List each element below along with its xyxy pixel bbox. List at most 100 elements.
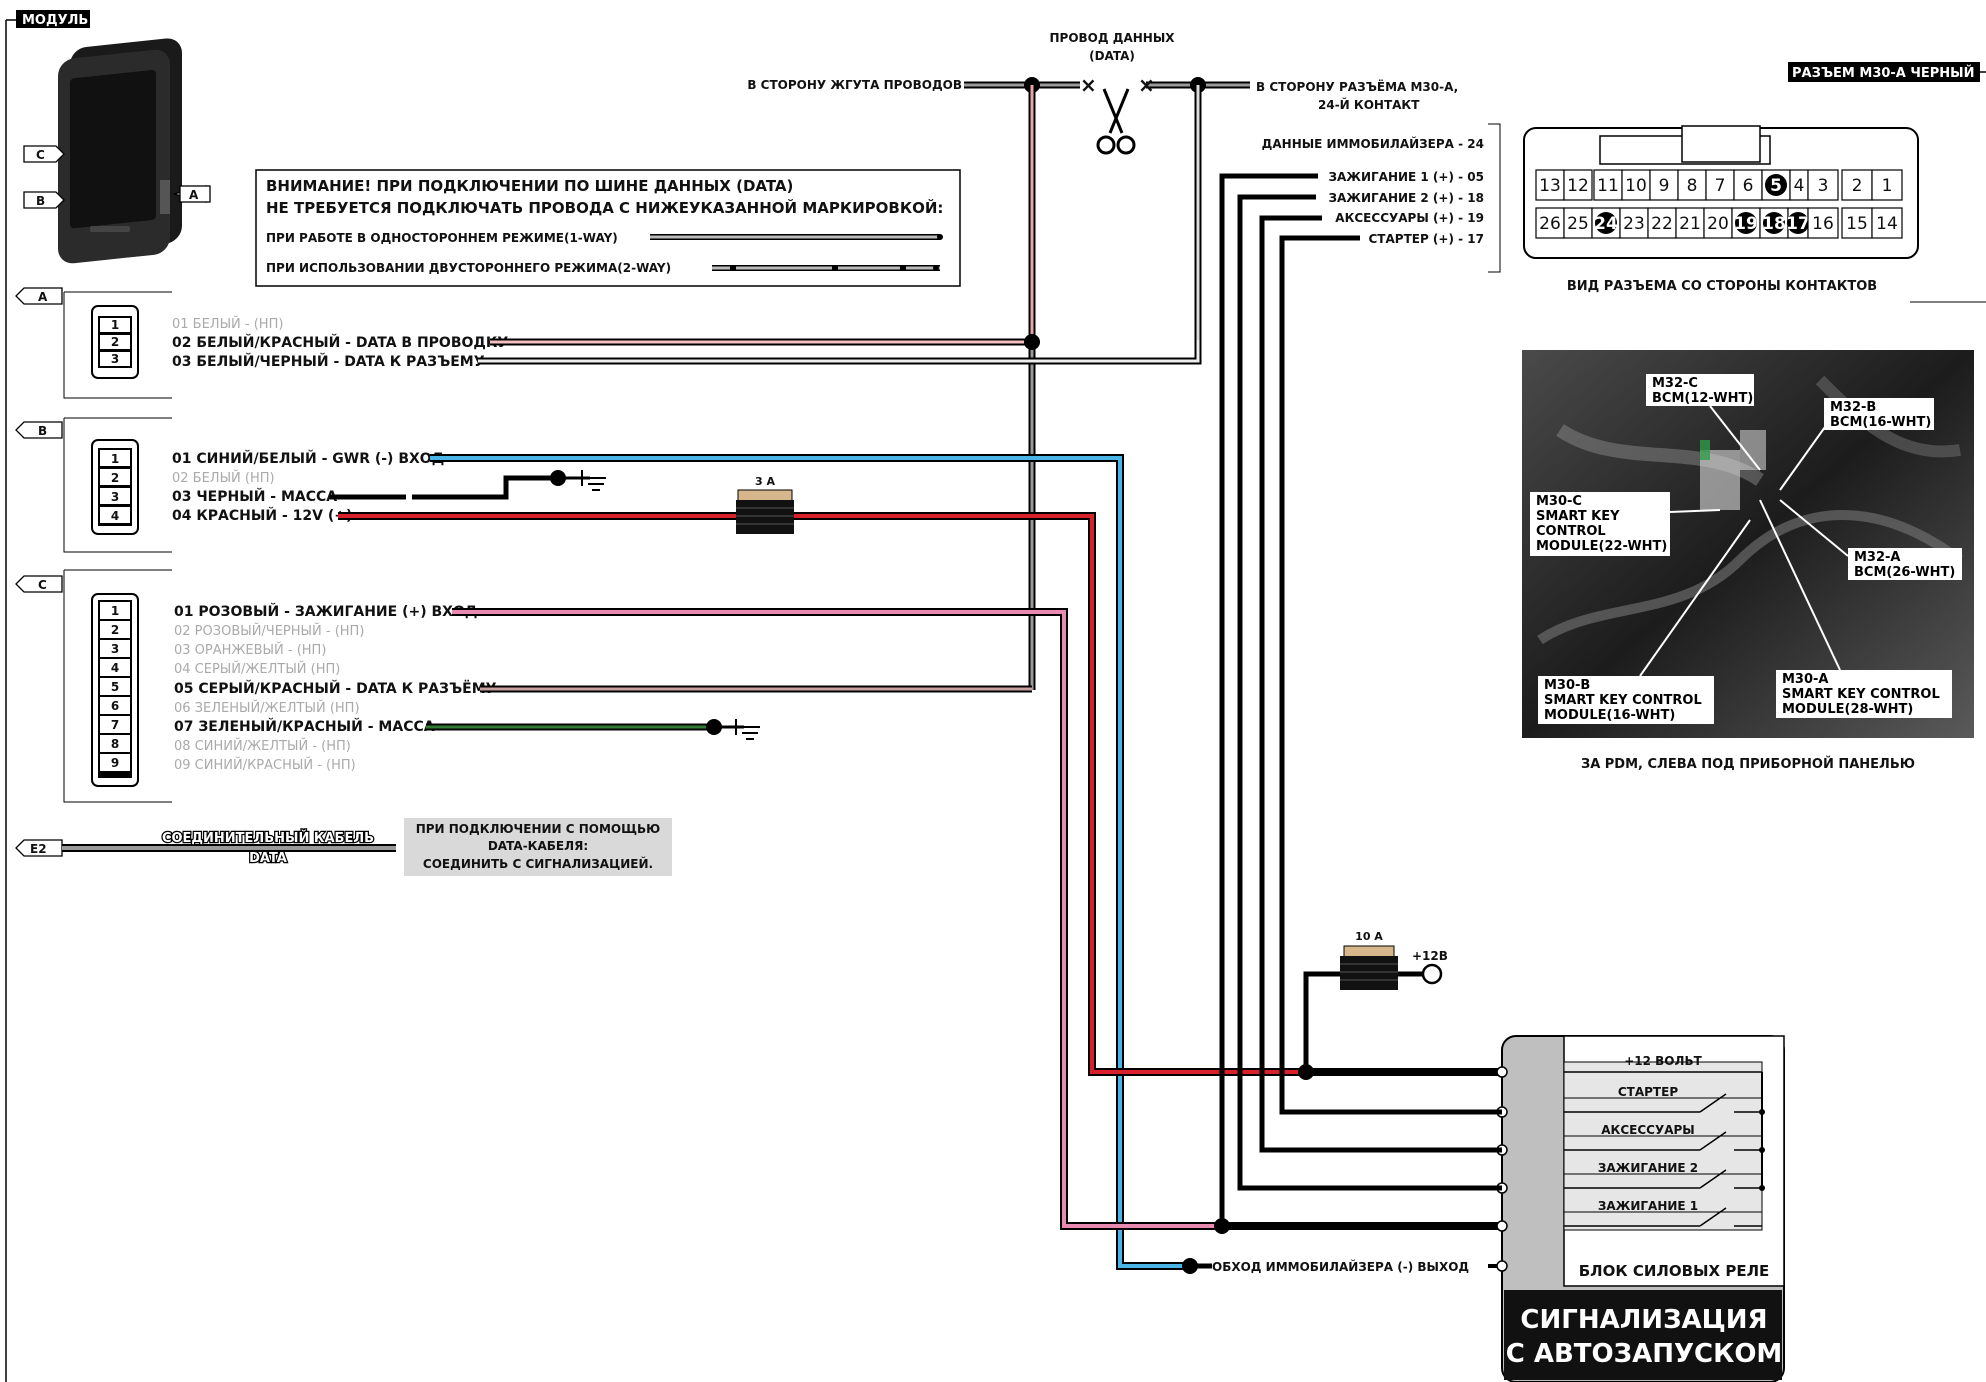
location-photo: M32-C BCM(12-WHT) M32-B BCM(16-WHT) M30-… bbox=[1522, 350, 1974, 772]
svg-text:2: 2 bbox=[111, 471, 119, 485]
ground-icon-c bbox=[714, 719, 760, 740]
m30-pin-number: 21 bbox=[1679, 214, 1701, 234]
svg-text:DATA-КАБЕЛЯ:: DATA-КАБЕЛЯ: bbox=[488, 839, 588, 853]
relay-switches bbox=[1564, 1071, 1765, 1227]
harness-direction-label: В СТОРОНУ ЖГУТА ПРОВОДОВ bbox=[747, 78, 962, 92]
svg-text:1: 1 bbox=[111, 452, 119, 466]
m30-pin-highlight bbox=[1595, 212, 1617, 234]
e2-note-box bbox=[404, 818, 672, 876]
relay-starter: СТАРТЕР bbox=[1618, 1085, 1678, 1099]
scissors-icon bbox=[1096, 88, 1136, 155]
m30-pin-number: 20 bbox=[1707, 214, 1729, 234]
m30-pin-number: 16 bbox=[1812, 214, 1834, 234]
svg-text:M30-B: M30-B bbox=[1544, 678, 1590, 693]
svg-text:3: 3 bbox=[111, 490, 119, 504]
alarm-unit: +12 ВОЛЬТ СТАРТЕР АКСЕССУАРЫ ЗАЖИГАНИЕ 2… bbox=[1496, 1035, 1785, 1382]
fuse-10a-group: 10 А +12В bbox=[1298, 930, 1502, 1080]
m30-pin-cell bbox=[1675, 207, 1705, 239]
c-wire-6-label: 06 ЗЕЛЕНЫЙ/ЖЕЛТЫЙ (НП) bbox=[174, 700, 360, 716]
relay-ignition-1: ЗАЖИГАНИЕ 1 bbox=[1598, 1199, 1698, 1213]
c-wire-4-label: 04 СЕРЫЙ/ЖЕЛТЫЙ (НП) bbox=[174, 661, 340, 677]
module-tag-c: C bbox=[23, 145, 65, 163]
terminal-12v-icon bbox=[1421, 963, 1443, 985]
warning-line-2: НЕ ТРЕБУЕТСЯ ПОДКЛЮЧАТЬ ПРОВОДА С НИЖЕУК… bbox=[266, 198, 943, 217]
svg-text:CONTROL: CONTROL bbox=[1536, 524, 1606, 539]
module-tag-a: A bbox=[173, 185, 211, 203]
svg-text:3 А: 3 А bbox=[755, 475, 775, 488]
svg-text:SMART KEY CONTROL: SMART KEY CONTROL bbox=[1782, 687, 1940, 702]
svg-text:СОЕДИНИТЬ С СИГНАЛИЗАЦИЕЙ.: СОЕДИНИТЬ С СИГНАЛИЗАЦИЕЙ. bbox=[423, 856, 653, 871]
svg-text:+12В: +12В bbox=[1412, 949, 1448, 963]
photo-label-m30c: M30-C SMART KEY CONTROL MODULE(22-WHT) bbox=[1530, 492, 1670, 556]
e2-cable-label-1: СОЕДИНИТЕЛЬНЫЙ КАБЕЛЬ bbox=[162, 830, 374, 846]
bypass-output: ОБХОД ИММОБИЛАЙЗЕРА (-) ВЫХОД bbox=[1182, 1258, 1502, 1274]
svg-text:ПРИ ПОДКЛЮЧЕНИИ С ПОМОЩЬЮ: ПРИ ПОДКЛЮЧЕНИИ С ПОМОЩЬЮ bbox=[416, 822, 661, 836]
svg-text:M30-C: M30-C bbox=[1536, 494, 1582, 509]
m30-pin-number: 18 bbox=[1762, 214, 1786, 234]
m30-pin-cell bbox=[1807, 207, 1839, 239]
c-wire-1-label: 01 РОЗОВЫЙ - ЗАЖИГАНИЕ (+) ВХОД bbox=[174, 603, 477, 620]
m30-pin-number: 8 bbox=[1687, 176, 1698, 196]
svg-text:A: A bbox=[189, 188, 199, 202]
c-wire-3-label: 03 ОРАНЖЕВЫЙ - (НП) bbox=[174, 642, 326, 658]
module-group: МОДУЛЬ C B A bbox=[5, 10, 211, 1382]
svg-text:M32-B: M32-B bbox=[1830, 400, 1876, 415]
m30-pin-cell bbox=[1871, 169, 1903, 201]
m30-pin-highlight bbox=[1787, 212, 1809, 234]
m30-pin-number: 17 bbox=[1786, 214, 1810, 234]
m30-title: РАЗЪЕМ M30-A ЧЕРНЫЙ bbox=[1792, 65, 1975, 81]
m30-pin-cell bbox=[1807, 169, 1839, 201]
cut-mark-left: × bbox=[1080, 73, 1097, 97]
m30-pin-cell bbox=[1677, 169, 1707, 201]
warning-line-1: ВНИМАНИЕ! ПРИ ПОДКЛЮЧЕНИИ ПО ШИНЕ ДАННЫХ… bbox=[266, 177, 793, 195]
m30-pin-number: 7 bbox=[1715, 176, 1726, 196]
a-wire-1-label: 01 БЕЛЫЙ - (НП) bbox=[172, 316, 283, 332]
svg-text:B: B bbox=[36, 194, 45, 208]
svg-text:B: B bbox=[38, 424, 47, 438]
m30-pin-number: 5 bbox=[1770, 176, 1782, 196]
e2-connector: E2 СОЕДИНИТЕЛЬНЫЙ КАБЕЛЬ DATA ПРИ ПОДКЛЮ… bbox=[15, 818, 672, 876]
warning-one-way: ПРИ РАБОТЕ В ОДНОСТОРОННЕМ РЕЖИМЕ(1-WAY) bbox=[266, 231, 618, 245]
photo-label-m30a: M30-A SMART KEY CONTROL MODULE(28-WHT) bbox=[1776, 670, 1952, 718]
connector-a: A 1 2 3 01 БЕЛЫЙ - (НП) 02 БЕЛЫЙ/КРАСНЫЙ… bbox=[15, 287, 1202, 399]
data-wire-title-2: (DATA) bbox=[1089, 49, 1135, 63]
svg-text:8: 8 bbox=[111, 737, 119, 751]
m30-pin-cell bbox=[1535, 169, 1565, 201]
m30-wire-17: СТАРТЕР (+) - 17 bbox=[1369, 232, 1485, 246]
svg-text:M30-A: M30-A bbox=[1782, 672, 1828, 687]
svg-text:3: 3 bbox=[111, 352, 119, 366]
m30-direction-label-1: В СТОРОНУ РАЗЪЁМА M30-A, bbox=[1256, 79, 1458, 94]
m30-pin-cell bbox=[1703, 207, 1733, 239]
m30-pin-number: 2 bbox=[1852, 176, 1863, 196]
svg-text:1: 1 bbox=[111, 318, 119, 332]
m30-pin-highlight bbox=[1763, 212, 1785, 234]
svg-text:C: C bbox=[38, 578, 47, 592]
m30-pin-number: 15 bbox=[1846, 214, 1868, 234]
connector-a-tag: A bbox=[15, 287, 63, 305]
svg-text:10 А: 10 А bbox=[1355, 930, 1383, 943]
fuse-10a-icon bbox=[1340, 956, 1398, 990]
m30-pin-number: 14 bbox=[1876, 214, 1898, 234]
connector-b: B 1 2 3 4 01 СИНИЙ/БЕЛЫЙ - GWR (-) ВХОД … bbox=[15, 417, 1502, 1270]
e2-cable-label-2: DATA bbox=[249, 851, 287, 866]
svg-text:MODULE(28-WHT): MODULE(28-WHT) bbox=[1782, 702, 1913, 717]
svg-text:A: A bbox=[38, 290, 48, 304]
m30-pin-number: 10 bbox=[1625, 176, 1647, 196]
m30-direction-label-2: 24-Й КОНТАКТ bbox=[1318, 97, 1420, 112]
c-wire-8-label: 08 СИНИЙ/ЖЕЛТЫЙ - (НП) bbox=[174, 738, 351, 754]
m30-pin-cell bbox=[1871, 207, 1903, 239]
m30-pin-number: 11 bbox=[1597, 176, 1619, 196]
svg-text:C: C bbox=[36, 148, 45, 162]
photo-caption: ЗА PDM, СЛЕВА ПОД ПРИБОРНОЙ ПАНЕЛЬЮ bbox=[1581, 756, 1915, 772]
m30-wire-05: ЗАЖИГАНИЕ 1 (+) - 05 bbox=[1328, 170, 1484, 184]
m30-pin-highlight bbox=[1765, 174, 1787, 196]
relay-12v: +12 ВОЛЬТ bbox=[1624, 1054, 1702, 1068]
module-device-image bbox=[58, 38, 182, 264]
bypass-label: ОБХОД ИММОБИЛАЙЗЕРА (-) ВЫХОД bbox=[1212, 1259, 1469, 1274]
photo-label-m32a: M32-A BCM(26-WHT) bbox=[1848, 548, 1962, 580]
c-wire-2-label: 02 РОЗОВЫЙ/ЧЕРНЫЙ - (НП) bbox=[174, 623, 364, 639]
m30-pin-number: 26 bbox=[1539, 214, 1561, 234]
m30-pin-cell bbox=[1593, 169, 1623, 201]
